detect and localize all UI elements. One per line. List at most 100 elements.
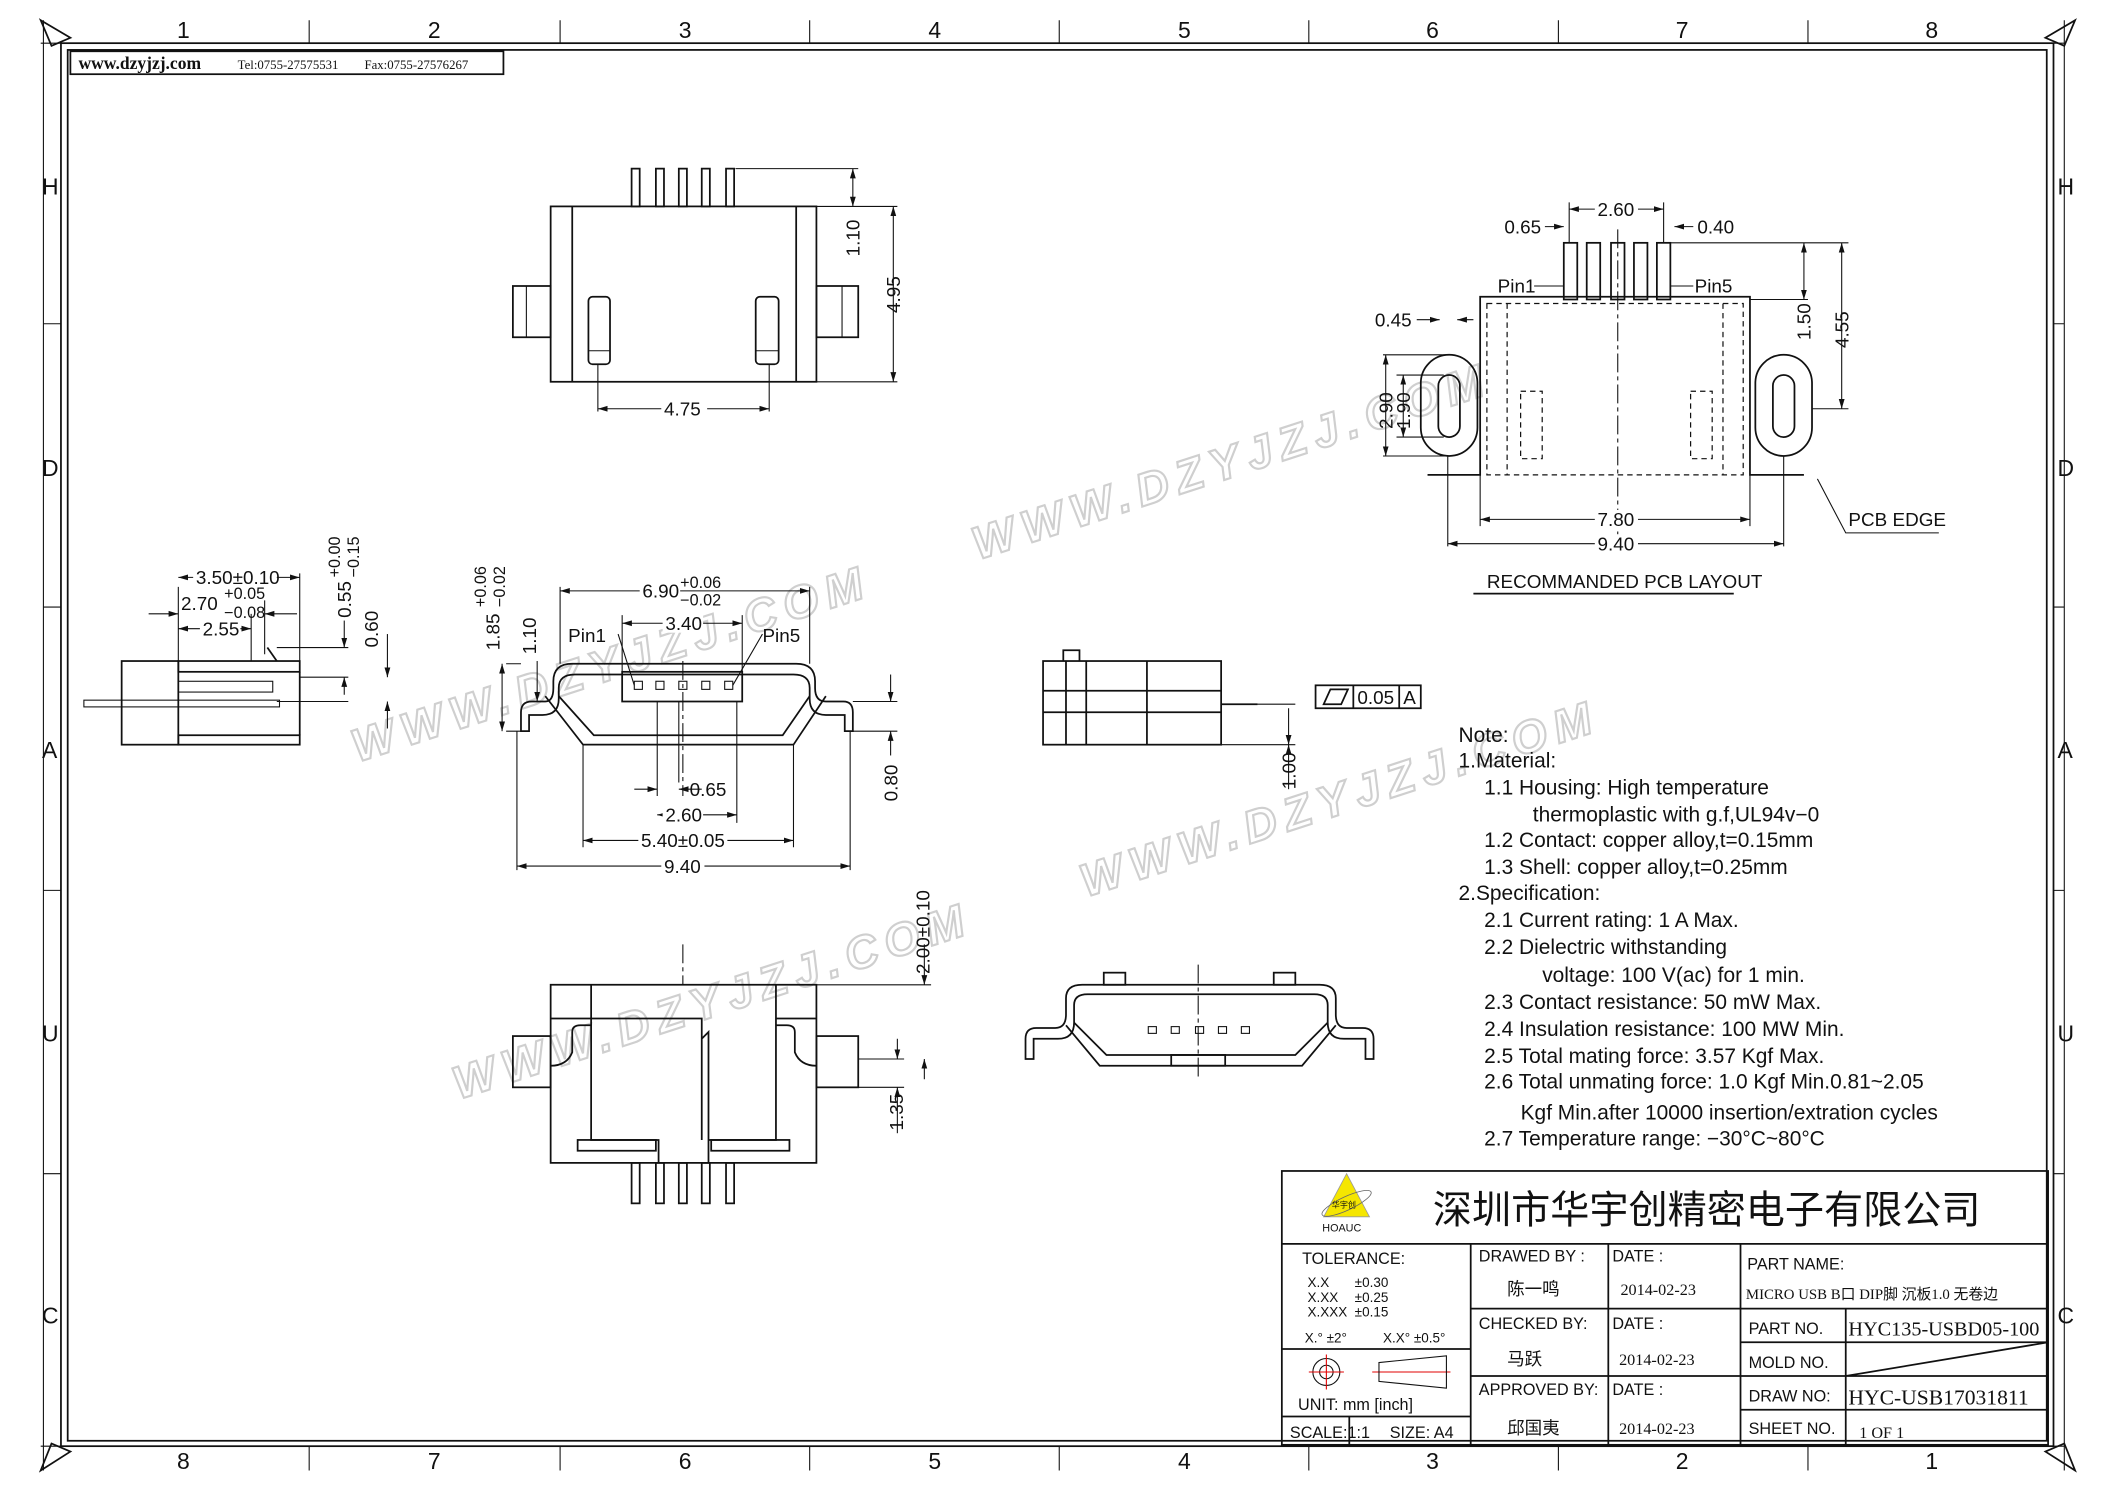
date-checked: 2014-02-23	[1619, 1352, 1694, 1369]
tolerance-value: ±0.15	[1355, 1305, 1389, 1320]
side-view: 0.05 A 1.00	[1042, 649, 1422, 789]
zone-label: C	[2058, 1302, 2075, 1328]
note-line: voltage: 100 V(ac) for 1 min.	[1542, 964, 1805, 987]
watermarks: WWW.DZYJZJ.COM WWW.DZYJZJ.COM WWW.DZYJZJ…	[344, 351, 1607, 1110]
dimension-label: 2.70	[181, 594, 218, 615]
zone-label: 4	[1178, 1448, 1191, 1474]
dimension-label: 1.10	[520, 618, 541, 655]
sheet-no-label: SHEET NO.	[1749, 1420, 1836, 1438]
first-angle-projection-icon	[1308, 1354, 1451, 1390]
zone-label: 3	[1426, 1448, 1439, 1474]
note-line: 2.1 Current rating: 1 A Max.	[1484, 909, 1739, 932]
note-line: Kgf Min.after 10000 insertion/extration …	[1521, 1102, 1938, 1125]
dimension-label: 2.90	[1376, 392, 1397, 429]
pcb-edge-label: PCB EDGE	[1848, 510, 1946, 531]
draw-no-label: DRAW NO:	[1749, 1388, 1831, 1406]
pin1-label: Pin1	[568, 626, 606, 647]
flatness-tolerance-frame: 0.05 A	[1314, 684, 1422, 709]
zone-labels-right: H D A U C	[2058, 173, 2075, 1328]
company-logo: 华宇创 HOAUC	[1321, 1172, 1372, 1235]
mold-no-label: MOLD NO.	[1749, 1354, 1829, 1372]
angle-tolerance: X.X° ±0.5°	[1383, 1330, 1445, 1345]
dimension-label: 1.50	[1795, 303, 1816, 340]
dimension-label: 7.80	[1598, 510, 1635, 531]
pcb-layout-title: RECOMMANDED PCB LAYOUT	[1487, 572, 1763, 593]
watermark: WWW.DZYJZJ.COM	[965, 352, 1497, 569]
header-box: www.dzyjzj.com Tel:0755-27575531 Fax:075…	[69, 50, 505, 76]
bottom-view: 2.00±0.10 1.35	[512, 890, 935, 1205]
note-line: Note:	[1459, 724, 1509, 747]
sheet-no: 1 OF 1	[1859, 1425, 1904, 1442]
note-line: 1.2 Contact: copper alloy,t=0.15mm	[1484, 829, 1813, 852]
checked-by-name: 马跃	[1507, 1349, 1543, 1369]
dimension-label: 2.60	[1598, 200, 1635, 221]
note-line: thermoplastic with g.f,UL94v−0	[1533, 804, 1819, 827]
title-block: 华宇创 HOAUC 深圳市华宇创精密电子有限公司 TOLERANCE: X.X …	[1280, 1170, 2049, 1446]
dimension-label: 0.80	[881, 765, 902, 802]
zone-label: 8	[177, 1448, 190, 1474]
dimension-label: 4.55	[1832, 311, 1853, 348]
part-name-label: PART NAME:	[1747, 1255, 1844, 1273]
zone-label: 2	[428, 17, 441, 43]
zone-labels-left: H D A U C	[42, 173, 59, 1328]
top-view: 4.75 1.10 4.95	[512, 167, 905, 421]
zone-label: 3	[679, 17, 692, 43]
notes: Note: 1.Material: 1.1 Housing: High temp…	[1459, 724, 1938, 1150]
dimension-label: 1.90	[1394, 392, 1415, 429]
dimension-label: 4.95	[884, 276, 905, 313]
website-link[interactable]: www.dzyjzj.com	[78, 53, 201, 73]
dimension-label: 3.50±0.10	[196, 568, 280, 589]
tolerance-key: X.XXX	[1307, 1305, 1347, 1320]
zone-label: 4	[928, 17, 941, 43]
dimension-tolerance: −0.02	[680, 592, 721, 610]
zone-label: D	[42, 455, 59, 481]
flatness-value: 0.05	[1357, 688, 1394, 709]
dimension-label: 0.55	[335, 581, 356, 618]
zone-label: H	[42, 173, 59, 199]
pin5-label: Pin5	[762, 626, 800, 647]
zone-label: U	[42, 1020, 59, 1046]
note-line: 2.Specification:	[1459, 882, 1601, 905]
date-drawn: 2014-02-23	[1620, 1282, 1695, 1299]
note-line: 2.5 Total mating force: 3.57 Kgf Max.	[1484, 1045, 1824, 1068]
dimension-tolerance: +0.00	[326, 536, 344, 577]
logo-text: 华宇创	[1332, 1199, 1356, 1209]
pcb-layout-view: 2.60 0.65 0.40 Pin1 Pin5 0.45 2.90 1.90 …	[1375, 199, 1946, 595]
part-no: HYC135-USBD05-100	[1848, 1319, 2039, 1341]
dimension-label: 1.00	[1279, 752, 1300, 789]
fax: Fax:0755-27576267	[364, 58, 468, 72]
note-line: 1.Material:	[1459, 750, 1557, 773]
dimension-tolerance: +0.06	[680, 574, 721, 592]
zone-label: 6	[1426, 17, 1439, 43]
dimension-label: 5.40±0.05	[641, 831, 725, 852]
draw-no: HYC-USB17031811	[1848, 1385, 2028, 1409]
note-line: 2.4 Insulation resistance: 100 MW Min.	[1484, 1018, 1844, 1041]
dimension-label: 1.10	[844, 220, 865, 257]
front-view: 6.90 +0.06 −0.02 3.40 Pin1 Pin5 1.85 +0.…	[472, 566, 902, 878]
dimension-tolerance: −0.08	[224, 604, 265, 622]
zone-label: 6	[679, 1448, 692, 1474]
part-no-label: PART NO.	[1749, 1320, 1824, 1338]
zone-label: 7	[428, 1448, 441, 1474]
dimension-tolerance: +0.06	[472, 566, 490, 607]
dimension-label: 2.00±0.10	[914, 890, 935, 974]
tolerance-key: X.X	[1307, 1275, 1329, 1290]
tolerance-label: TOLERANCE:	[1302, 1250, 1405, 1268]
note-line: 1.1 Housing: High temperature	[1484, 777, 1769, 800]
size-label: SIZE: A4	[1390, 1424, 1454, 1442]
company-name: 深圳市华宇创精密电子有限公司	[1433, 1190, 1981, 1233]
zone-label: D	[2058, 455, 2075, 481]
drawing-frame: 1 2 3 4 5 6 7 8 8 7 6 5 4 3 2 1 H D A U …	[38, 17, 2077, 1474]
checked-by-label: CHECKED BY:	[1479, 1315, 1588, 1333]
note-line: 1.3 Shell: copper alloy,t=0.25mm	[1484, 856, 1787, 879]
dimension-label: 1.35	[887, 1094, 908, 1131]
tolerance-key: X.XX	[1307, 1290, 1338, 1305]
zone-labels-top: 1 2 3 4 5 6 7 8	[177, 17, 1938, 43]
date-approved: 2014-02-23	[1619, 1421, 1694, 1438]
date-label: DATE :	[1612, 1247, 1663, 1265]
note-line: 2.7 Temperature range: −30°C~80°C	[1484, 1127, 1825, 1150]
dimension-label: 2.55	[203, 619, 240, 640]
note-line: 2.6 Total unmating force: 1.0 Kgf Min.0.…	[1484, 1071, 1924, 1094]
date-label: DATE :	[1612, 1381, 1663, 1399]
dimension-label: 3.40	[665, 614, 702, 635]
